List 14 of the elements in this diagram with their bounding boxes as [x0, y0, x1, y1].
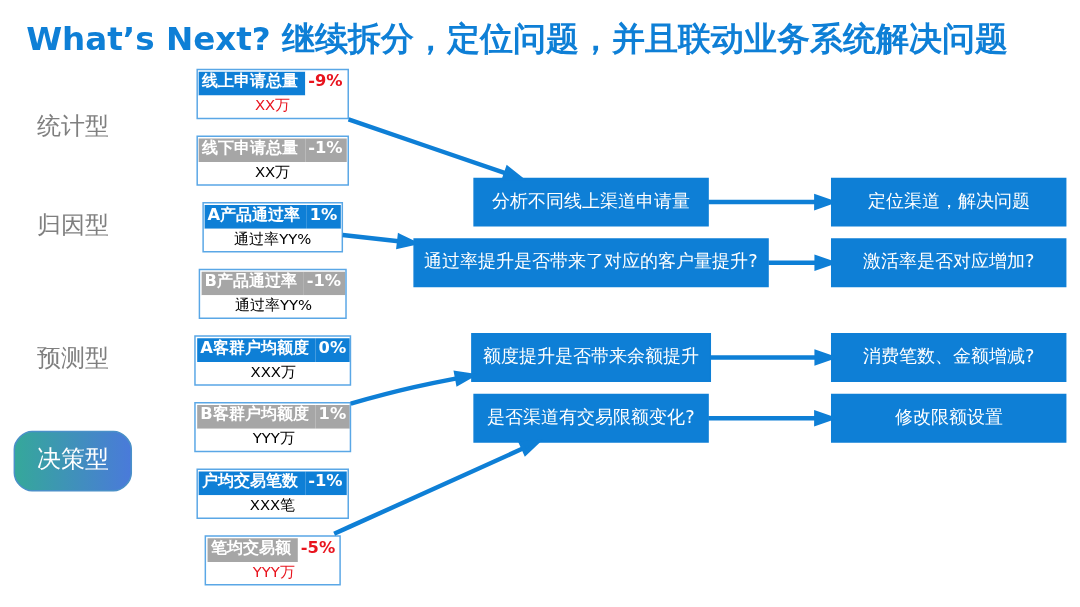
node-box: 修改限额设置 — [831, 393, 1067, 443]
node-text: 统计型 — [36, 111, 109, 140]
node-box: 决策型 — [13, 430, 133, 492]
node-text: 归因型 — [36, 210, 109, 239]
node-box: 额度提升是否带来余额提升 — [471, 333, 712, 382]
arrow — [347, 117, 527, 181]
node-box: 定位渠道，解决问题 — [831, 177, 1067, 227]
node-text: 预测型 — [36, 344, 109, 373]
node-box: 是否渠道有交易限额变化? — [473, 393, 709, 443]
node-box: 激活率是否对应增加? — [831, 238, 1067, 288]
node-box: 消费笔数、金额增减? — [831, 333, 1067, 382]
diagram-title: What’s Next? 继续拆分，定位问题，并且联动业务系统解决问题 — [26, 20, 1009, 59]
node-box: 分析不同线上渠道申请量 — [473, 177, 709, 227]
node-box: 通过率提升是否带来了对应的客户量提升? — [413, 238, 769, 288]
